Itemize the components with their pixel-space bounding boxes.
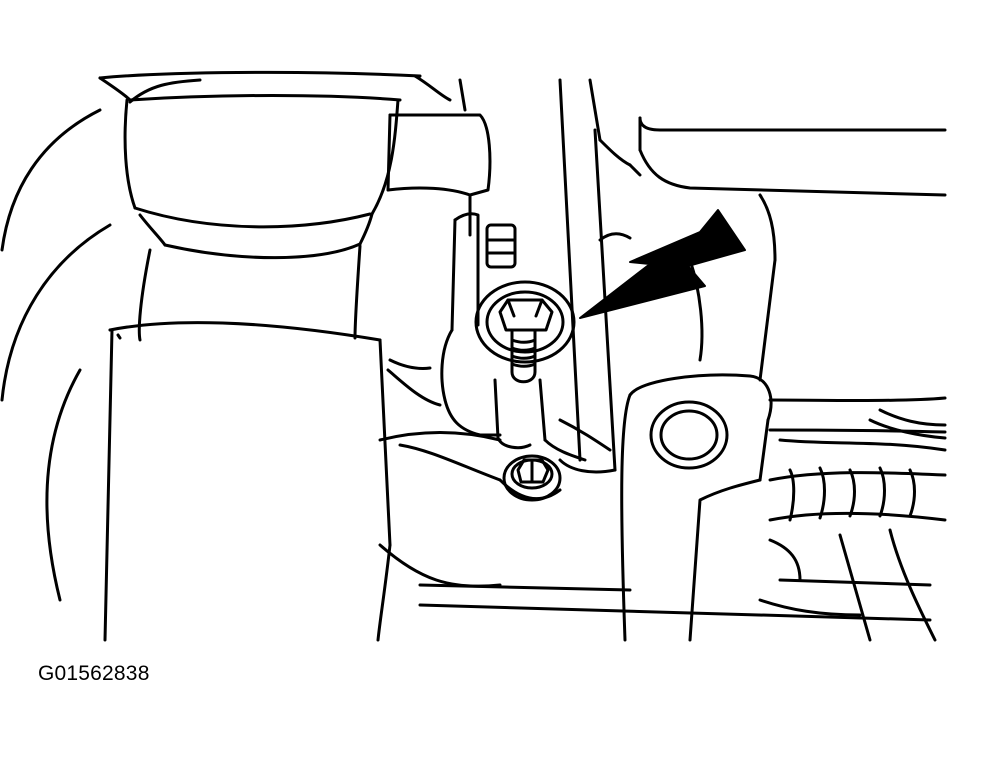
lower-right-parts xyxy=(380,530,940,640)
strut-tower xyxy=(100,72,450,340)
stud-leg xyxy=(495,380,585,460)
left-housing xyxy=(2,110,110,600)
mount-bracket xyxy=(388,115,500,435)
right-channel xyxy=(460,80,615,472)
lower-bracket xyxy=(380,433,930,621)
upper-bolt xyxy=(487,225,515,267)
mount-nut-assembly xyxy=(476,282,574,382)
arrow-pointer-icon xyxy=(580,210,745,318)
right-upper-block xyxy=(600,118,945,380)
l-bracket xyxy=(622,375,771,640)
mid-shapes xyxy=(390,234,630,450)
lower-bolt xyxy=(504,456,560,500)
wiring-harness xyxy=(770,398,945,520)
front-panel xyxy=(105,323,390,640)
figure-id-label: G01562838 xyxy=(38,662,150,685)
